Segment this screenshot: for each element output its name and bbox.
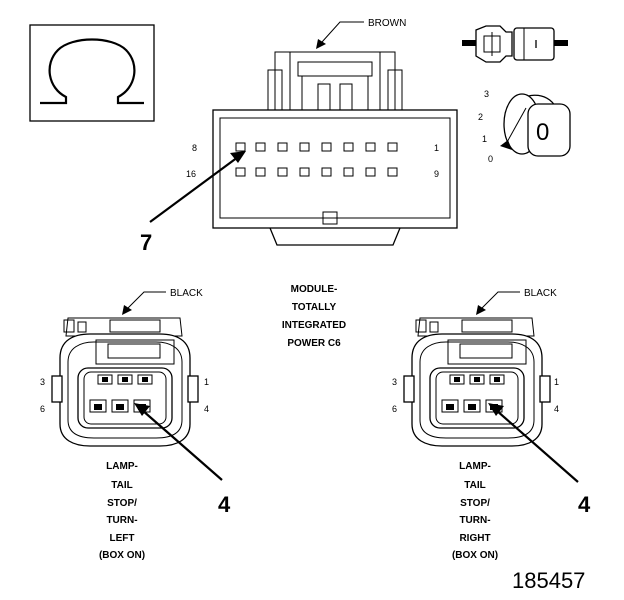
- ohm-icon: [40, 38, 144, 105]
- svg-text:(BOX ON): (BOX ON): [452, 550, 498, 561]
- pin-label-1: 1: [434, 143, 439, 153]
- left-pin-label-6: 6: [40, 404, 45, 414]
- svg-text:TOTALLY: TOTALLY: [292, 302, 337, 313]
- left-color-label-black: BLACK: [170, 288, 203, 299]
- right-connector: 3 6 1 4 BLACK 4 LAMP- TAIL STOP/ TURN- R…: [392, 288, 591, 561]
- pin-row-top: [235, 142, 398, 152]
- figure-number: 185457: [512, 568, 585, 593]
- ohm-symbol-box: [29, 24, 155, 122]
- dial-position-2: 2: [478, 112, 483, 122]
- left-connector: 3 6 1 4 BLACK 4 LAMP- TAIL STOP/ TURN- L…: [40, 288, 231, 561]
- pin-label-9: 9: [434, 169, 439, 179]
- right-callout-arrow: [488, 403, 579, 483]
- callout-7: 7: [140, 230, 152, 255]
- svg-text:POWER C6: POWER C6: [287, 338, 341, 349]
- left-pin-row-top: [97, 374, 153, 385]
- position-dial: 0 3 2 1 0: [478, 89, 571, 164]
- terminal-side-view: [462, 25, 568, 63]
- pin-label-16: 16: [186, 169, 196, 179]
- right-pin-label-3: 3: [392, 377, 397, 387]
- right-pin-label-4: 4: [554, 404, 559, 414]
- left-callout-4: 4: [218, 492, 231, 517]
- right-pin-label-6: 6: [392, 404, 397, 414]
- svg-text:MODULE-: MODULE-: [291, 284, 338, 295]
- svg-text:TAIL: TAIL: [111, 480, 132, 491]
- right-color-label-black: BLACK: [524, 288, 557, 299]
- svg-text:TURN-: TURN-: [106, 515, 137, 526]
- svg-text:TAIL: TAIL: [464, 480, 485, 491]
- right-connector-caption: LAMP- TAIL STOP/ TURN- RIGHT (BOX ON): [452, 461, 498, 561]
- top-connector: 8 1 16 9 BROWN 7: [140, 18, 458, 255]
- svg-text:TURN-: TURN-: [459, 515, 490, 526]
- left-pin-label-1: 1: [204, 377, 209, 387]
- left-pin-label-4: 4: [204, 404, 209, 414]
- svg-text:LAMP-: LAMP-: [106, 461, 138, 472]
- color-label-brown: BROWN: [368, 18, 406, 29]
- svg-text:STOP/: STOP/: [460, 498, 490, 509]
- dial-position-1: 1: [482, 134, 487, 144]
- left-pin-label-3: 3: [40, 377, 45, 387]
- left-connector-caption: LAMP- TAIL STOP/ TURN- LEFT (BOX ON): [99, 461, 145, 561]
- dial-knob-label: 0: [536, 119, 549, 146]
- left-callout-arrow: [134, 403, 223, 481]
- right-callout-4: 4: [578, 492, 591, 517]
- svg-text:(BOX ON): (BOX ON): [99, 550, 145, 561]
- dial-position-3: 3: [484, 89, 489, 99]
- right-pin-row-top: [449, 374, 505, 385]
- callout-arrow-7: [149, 151, 246, 223]
- svg-text:STOP/: STOP/: [107, 498, 137, 509]
- right-pin-label-1: 1: [554, 377, 559, 387]
- svg-text:LAMP-: LAMP-: [459, 461, 491, 472]
- pin-row-bottom: [235, 167, 398, 177]
- module-caption: MODULE- TOTALLY INTEGRATED POWER C6: [282, 284, 346, 349]
- svg-text:LEFT: LEFT: [110, 533, 135, 544]
- dial-position-0: 0: [488, 154, 493, 164]
- svg-text:INTEGRATED: INTEGRATED: [282, 320, 346, 331]
- pin-label-8: 8: [192, 143, 197, 153]
- svg-text:RIGHT: RIGHT: [459, 533, 490, 544]
